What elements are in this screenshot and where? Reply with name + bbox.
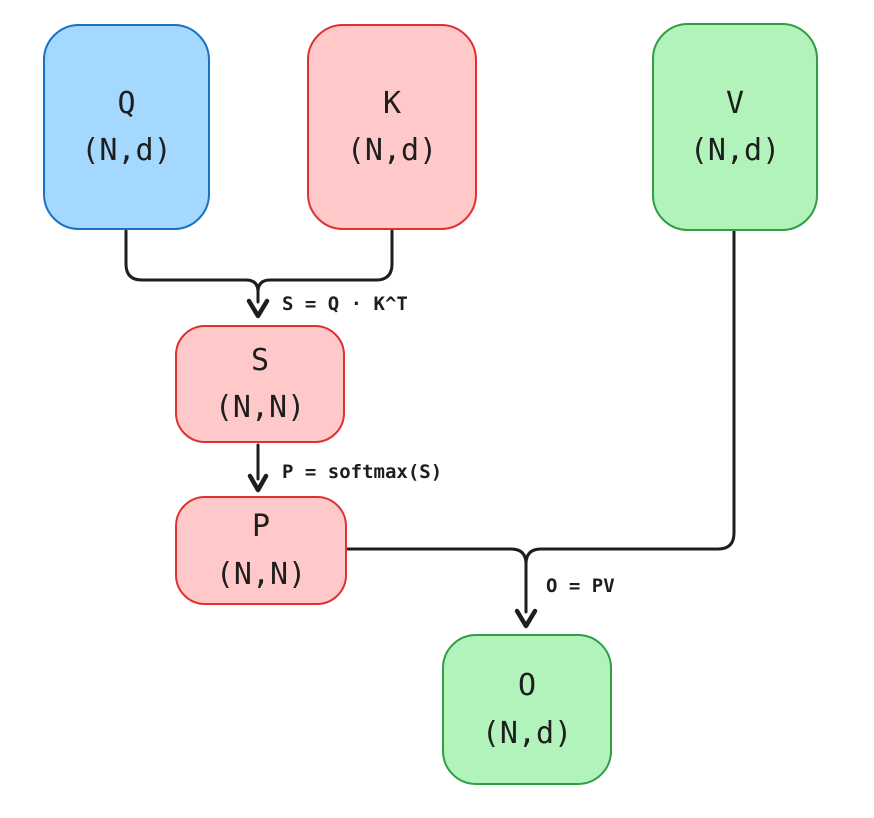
node-label: K [382,85,402,121]
connector-s-to-p [247,443,269,493]
node-q-matrix: Q (N,d) [43,24,210,230]
wire-v-branch [524,229,736,566]
wire-k-branch [256,229,394,294]
connector-pv-to-o [346,229,736,629]
node-label: Q [117,85,136,121]
node-label: V [725,85,745,121]
node-k-matrix: K (N,d) [307,24,477,230]
node-dims: (N,d) [689,133,781,168]
node-v-matrix: V (N,d) [652,23,818,231]
node-dims: (N,d) [481,715,573,751]
node-label: S [250,342,270,378]
node-dims: (N,N) [214,390,306,425]
node-dims: (N,d) [346,133,438,168]
node-dims: (N,N) [215,556,307,592]
node-label: O [517,668,537,704]
node-o-matrix: O (N,d) [442,634,612,785]
node-label: P [251,509,271,545]
wire-q-branch [124,229,260,304]
edge-label-p-equals-softmax: P = softmax(S) [282,461,442,483]
edge-label-o-equals-pv: O = PV [546,575,615,597]
wire-p-branch [346,547,528,614]
arrowhead-down-icon [247,473,269,493]
node-p-matrix: P (N,N) [175,496,347,605]
connector-qk-to-s [124,229,394,319]
edge-label-s-equals-qkt: S = Q · K^T [282,293,408,315]
node-dims: (N,d) [81,133,172,168]
node-s-matrix: S (N,N) [175,325,345,443]
arrowhead-down-icon [514,608,538,629]
arrowhead-down-icon [246,298,270,319]
